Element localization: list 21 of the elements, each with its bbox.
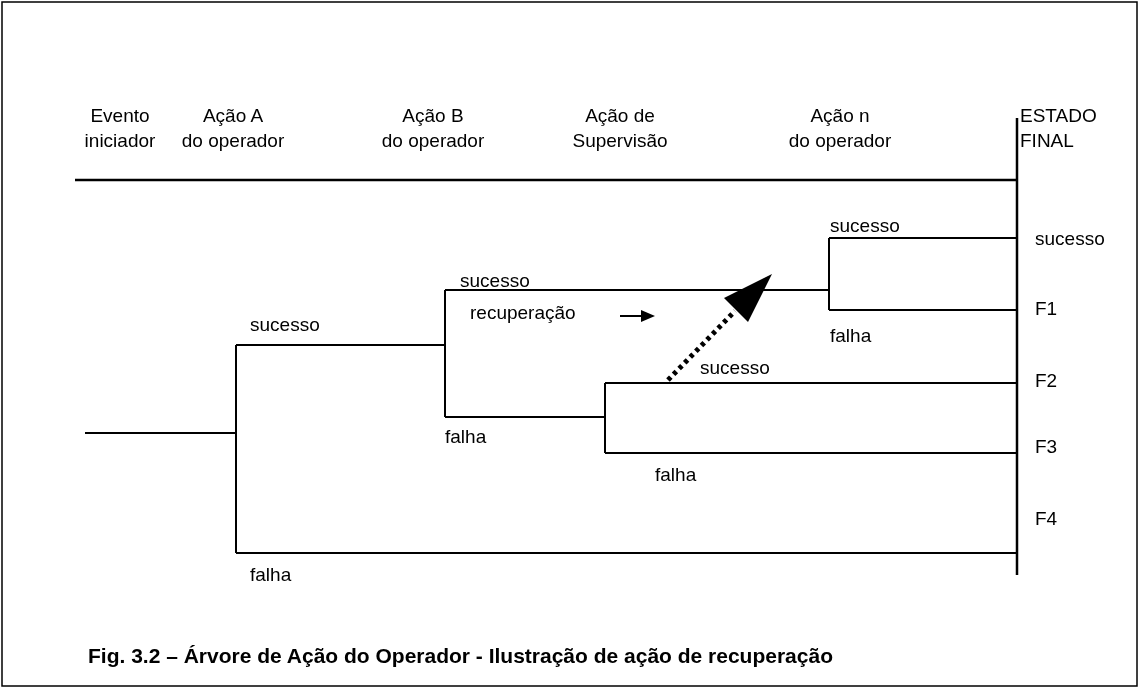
column-header: Ação de Supervisão bbox=[571, 104, 669, 153]
column-header: Ação A do operador bbox=[180, 104, 286, 153]
branch-label: sucesso bbox=[700, 356, 770, 380]
branch-label: sucesso bbox=[460, 269, 530, 293]
end-state-label: F2 bbox=[1035, 369, 1058, 393]
end-state-label: sucesso bbox=[1035, 227, 1105, 251]
end-state-label: F1 bbox=[1035, 297, 1058, 321]
branch-label: sucesso bbox=[250, 313, 320, 337]
branch-label: falha bbox=[445, 425, 487, 449]
column-header: Evento iniciador bbox=[83, 104, 157, 153]
column-header: Ação n do operador bbox=[787, 104, 893, 153]
branch-label: recuperação bbox=[470, 301, 576, 325]
column-header: ESTADO FINAL bbox=[1020, 104, 1098, 153]
branch-label: falha bbox=[655, 463, 697, 487]
branch-label: sucesso bbox=[830, 214, 900, 238]
branch-label: falha bbox=[250, 563, 292, 587]
end-state-label: F3 bbox=[1035, 435, 1058, 459]
branch-label: falha bbox=[830, 324, 872, 348]
figure-caption: Fig. 3.2 – Árvore de Ação do Operador - Ilustração de ação de recuperação bbox=[88, 643, 833, 668]
column-header: Ação B do operador bbox=[380, 104, 486, 153]
end-state-label: F4 bbox=[1035, 507, 1058, 531]
